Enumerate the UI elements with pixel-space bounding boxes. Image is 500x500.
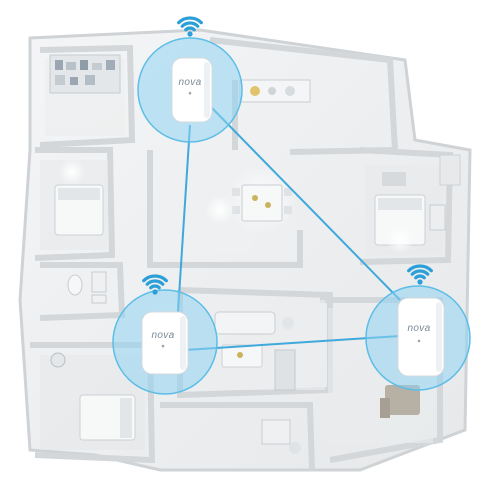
device-brand-label: nova xyxy=(408,323,431,334)
mesh-router-device xyxy=(171,57,213,123)
bed-right xyxy=(374,172,426,254)
wifi-icon xyxy=(142,274,168,295)
mesh-link-top-right xyxy=(211,107,401,301)
mesh-links xyxy=(177,107,401,351)
bathroom-fixtures xyxy=(67,271,107,304)
sofa-right xyxy=(380,385,420,418)
status-led xyxy=(188,91,192,95)
bed-left xyxy=(54,158,104,236)
bottom-fixtures xyxy=(261,419,301,454)
status-led xyxy=(161,344,165,348)
mesh-nodes: nova nova nova xyxy=(112,16,471,395)
kitchen-counter xyxy=(239,79,311,103)
mesh-node-right: nova xyxy=(365,264,471,391)
dining-table xyxy=(205,165,297,235)
tv-unit xyxy=(274,349,296,391)
mesh-node-left: nova xyxy=(112,274,218,395)
mesh-link-top-left xyxy=(177,124,191,313)
bed-bottom-left xyxy=(50,352,136,441)
bookshelf xyxy=(49,54,121,94)
mesh-router-device xyxy=(397,297,445,377)
sofa xyxy=(214,311,294,368)
device-brand-label: nova xyxy=(179,77,202,88)
mesh-node-top: nova xyxy=(137,16,243,143)
wifi-icon xyxy=(407,264,433,285)
status-led xyxy=(417,339,421,343)
mesh-router-device xyxy=(141,311,189,375)
mesh-link-left-right xyxy=(184,335,401,351)
device-brand-label: nova xyxy=(152,330,175,341)
wifi-icon xyxy=(177,16,203,37)
right-decor xyxy=(429,154,461,231)
